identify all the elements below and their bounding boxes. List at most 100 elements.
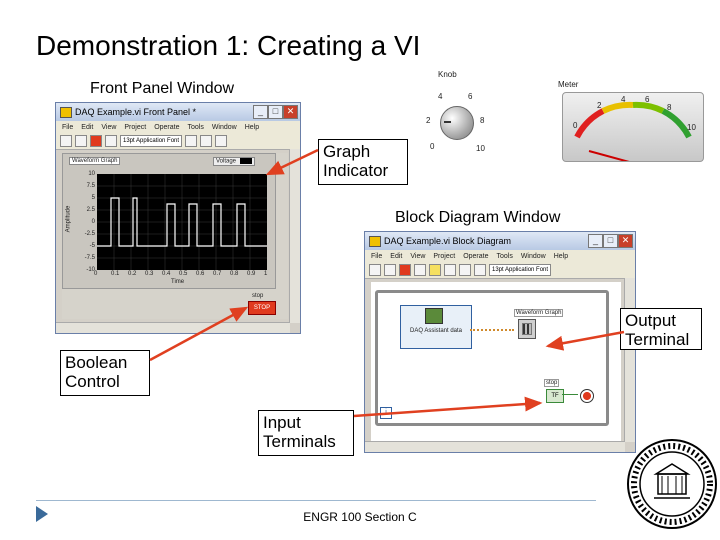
block-diagram-titlebar[interactable]: DAQ Example.vi Block Diagram _ □ ✕ (365, 232, 635, 250)
labview-icon (60, 106, 72, 118)
x-axis-label: Time (171, 279, 185, 285)
run-arrow-icon[interactable] (60, 135, 72, 147)
menu-tools[interactable]: Tools (496, 252, 513, 260)
front-panel-window-title: DAQ Example.vi Front Panel * (75, 107, 197, 117)
run-continuously-icon[interactable] (75, 135, 87, 147)
step-out-icon[interactable] (474, 264, 486, 276)
menu-project[interactable]: Project (124, 123, 147, 131)
knob-dial[interactable] (440, 106, 474, 140)
graph-output-terminal[interactable] (518, 319, 536, 339)
maximize-button[interactable]: □ (268, 105, 283, 119)
x-tick-label: 0.7 (213, 271, 222, 277)
run-continuously-icon[interactable] (384, 264, 396, 276)
close-button[interactable]: ✕ (618, 234, 633, 248)
y-tick-label: 2.5 (86, 207, 95, 213)
front-panel-window[interactable]: DAQ Example.vi Front Panel * _ □ ✕ File … (55, 102, 301, 334)
boolean-control-line1: Boolean (65, 353, 128, 372)
plot-legend-label: Voltage (216, 158, 237, 165)
run-arrow-icon[interactable] (369, 264, 381, 276)
x-tick-label: 0 (94, 271, 98, 277)
boolean-wire[interactable] (562, 394, 578, 395)
maximize-button[interactable]: □ (603, 234, 618, 248)
graph-terminal-icon (522, 323, 532, 335)
output-terminal-line2: Terminal (625, 330, 690, 349)
menu-file[interactable]: File (371, 252, 383, 260)
boolean-control-arrow (149, 306, 249, 362)
pause-icon[interactable] (105, 135, 117, 147)
y-tick-label: 5 (91, 195, 95, 201)
resize-icon[interactable] (215, 135, 228, 147)
menu-edit[interactable]: Edit (390, 252, 403, 260)
menu-project[interactable]: Project (433, 252, 456, 260)
daq-assistant-node[interactable]: DAQ Assistant data (400, 305, 472, 349)
slide-title: Demonstration 1: Creating a VI (36, 30, 421, 61)
minimize-button[interactable]: _ (588, 234, 603, 248)
front-panel-hscroll[interactable] (56, 322, 290, 333)
graph-terminal-label: Waveform Graph (514, 309, 564, 317)
menu-view[interactable]: View (101, 123, 117, 131)
step-into-icon[interactable] (444, 264, 456, 276)
plot-area[interactable] (97, 174, 267, 270)
daq-node-label: DAQ Assistant data (409, 328, 463, 334)
y-tick-label: -10 (86, 267, 95, 273)
menu-file[interactable]: File (62, 123, 74, 131)
minimize-button[interactable]: _ (253, 105, 268, 119)
plot-legend-swatch (239, 158, 252, 164)
menu-window[interactable]: Window (520, 252, 546, 260)
stop-terminal-label: stop (544, 379, 560, 387)
x-tick-label: 1 (264, 271, 268, 277)
graph-indicator-line2: Indicator (323, 161, 389, 180)
menu-operate[interactable]: Operate (154, 123, 180, 131)
knob-tick-2: 2 (426, 116, 431, 125)
waveform-wire[interactable] (470, 329, 514, 331)
graph-indicator-line1: Graph (323, 142, 371, 161)
block-diagram-hscroll[interactable] (365, 441, 625, 452)
block-diagram-canvas[interactable]: DAQ Assistant data Waveform Graph stop T… (371, 282, 621, 442)
output-terminal-line1: Output (625, 311, 677, 330)
font-dropdown[interactable]: 13pt Application Font (120, 135, 183, 147)
stop-input-terminal[interactable]: TF (546, 389, 564, 403)
highlight-execution-icon[interactable] (429, 264, 441, 276)
menu-view[interactable]: View (410, 252, 426, 260)
y-tick-label: 7.5 (86, 183, 95, 189)
x-tick-label: 0.1 (111, 271, 120, 277)
y-tick-label: 0 (91, 219, 95, 225)
x-tick-label: 0.5 (179, 271, 188, 277)
graph-title: Waveform Graph (69, 157, 121, 165)
meter-indicator: Meter 0 2 4 6 8 10 (556, 80, 706, 164)
abort-icon[interactable] (399, 264, 411, 276)
x-tick-label: 0.8 (230, 271, 239, 277)
close-button[interactable]: ✕ (283, 105, 298, 119)
menu-edit[interactable]: Edit (81, 123, 94, 131)
labview-icon (369, 235, 381, 247)
front-panel-vscroll[interactable] (289, 149, 300, 323)
knob-title: Knob (438, 70, 457, 79)
stop-condition-icon (580, 389, 594, 403)
menu-operate[interactable]: Operate (463, 252, 489, 260)
menu-tools[interactable]: Tools (187, 123, 204, 131)
front-panel-titlebar[interactable]: DAQ Example.vi Front Panel * _ □ ✕ (56, 103, 300, 121)
step-over-icon[interactable] (459, 264, 471, 276)
block-diagram-window[interactable]: DAQ Example.vi Block Diagram _ □ ✕ File … (364, 231, 636, 453)
knob-control[interactable]: Knob 0 2 4 6 8 10 (418, 70, 498, 156)
y-tick-label: -5 (89, 243, 95, 249)
menu-help[interactable]: Help (244, 123, 260, 131)
font-dropdown[interactable]: 13pt Application Font (489, 264, 552, 276)
distribute-icon[interactable] (200, 135, 213, 147)
while-loop[interactable]: DAQ Assistant data Waveform Graph stop T… (375, 290, 609, 426)
pause-icon[interactable] (414, 264, 426, 276)
menu-help[interactable]: Help (553, 252, 569, 260)
stop-button[interactable]: STOP (248, 301, 276, 315)
menu-window[interactable]: Window (211, 123, 237, 131)
knob-pointer (444, 121, 451, 123)
block-diagram-vscroll[interactable] (624, 278, 635, 442)
plot-legend[interactable]: Voltage (213, 157, 255, 166)
align-icon[interactable] (185, 135, 198, 147)
front-panel-toolbar: 13pt Application Font (56, 133, 300, 150)
input-terminals-arrow (353, 396, 543, 418)
abort-icon[interactable] (90, 135, 102, 147)
meter-tick-2: 2 (597, 101, 602, 110)
input-terminals-callout: Input Terminals (258, 410, 354, 456)
graph-indicator-callout: Graph Indicator (318, 139, 408, 185)
